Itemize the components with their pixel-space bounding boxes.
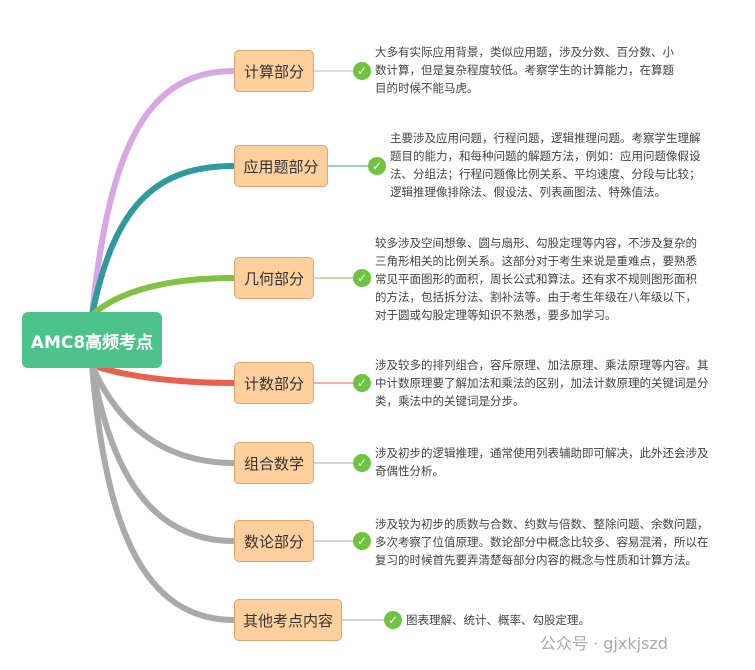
node-other[interactable]: 其他考点内容 — [234, 599, 342, 641]
desc-other: 图表理解、统计、概率、勾股定理。 — [406, 613, 590, 627]
check-icon: ✓ — [353, 374, 371, 392]
check-icon: ✓ — [353, 532, 371, 550]
root-node[interactable]: AMC8高频考点 — [22, 312, 162, 368]
node-combinatorics[interactable]: 组合数学 — [234, 442, 314, 484]
check-icon: ✓ — [353, 269, 371, 287]
check-icon: ✓ — [384, 611, 402, 629]
branch-line-5 — [89, 363, 235, 466]
node-calculation[interactable]: 计算部分 — [234, 50, 314, 92]
desc-word-problems: 主要涉及应用问题，行程问题，逻辑推理问题。考察学生理解题目的能力，和每种问题的解… — [390, 131, 701, 199]
node-number-theory[interactable]: 数论部分 — [234, 520, 314, 562]
branch-line-3 — [90, 275, 235, 318]
desc-combinatorics: 涉及初步的逻辑推理，通常使用列表辅助即可解决，此外还会涉及奇偶性分析。 — [375, 446, 709, 478]
node-counting[interactable]: 计数部分 — [234, 362, 314, 404]
desc-calculation: 大多有实际应用背景，类似应用题，涉及分数、百分数、小数计算，但是复杂程度较低。考… — [375, 45, 674, 95]
branch-line-6 — [89, 364, 235, 544]
check-icon: ✓ — [368, 157, 386, 175]
check-icon: ✓ — [353, 62, 371, 80]
watermark: 公众号 · gjxkjszd — [540, 634, 668, 653]
desc-geometry: 较多涉及空间想象、圆与扇形、勾股定理等内容，不涉及复杂的三角形相关的比例关系。这… — [375, 236, 697, 322]
branch-line-7 — [89, 364, 235, 623]
desc-counting: 涉及较多的排列组合，容斥原理、加法原理、乘法原理等内容。其中计数原理要了解加法和… — [375, 358, 709, 408]
branch-line-4 — [90, 362, 235, 386]
node-geometry[interactable]: 几何部分 — [234, 257, 314, 299]
check-icon: ✓ — [353, 454, 371, 472]
branch-line-1 — [89, 68, 235, 316]
desc-number-theory: 涉及较为初步的质数与合数、约数与倍数、整除问题、余数问题，多次考察了位值原理。数… — [375, 517, 709, 567]
node-word-problems[interactable]: 应用题部分 — [234, 145, 328, 187]
branch-line-2 — [89, 163, 235, 316]
